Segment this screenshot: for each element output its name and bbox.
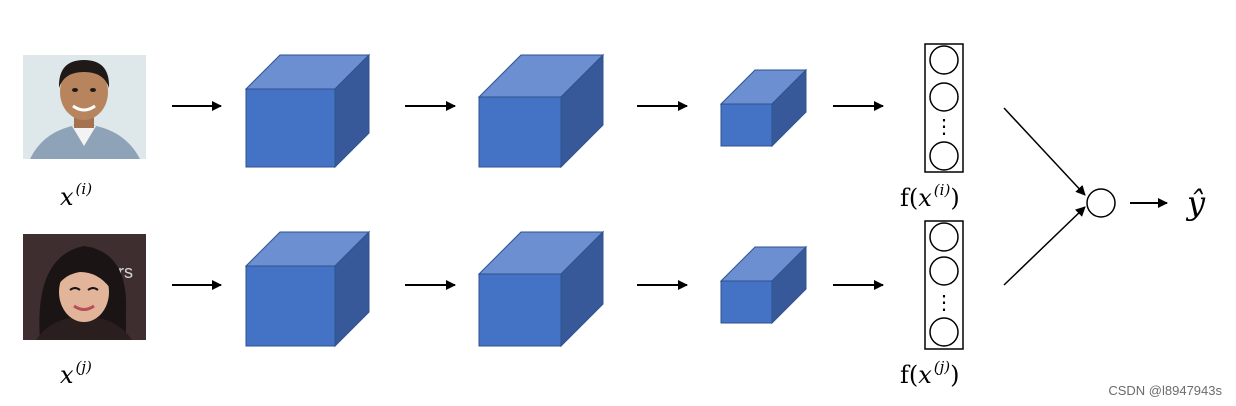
encoding-label-top-prefix: f( [900,184,918,212]
conv-volume-bottom-3 [719,245,808,325]
input-label-bottom-sup: (j) [76,358,93,376]
encoding-vector-bottom: ⋮ [924,220,964,350]
vector-node [929,317,959,347]
input-label-bottom-base: x [60,361,74,389]
encoding-label-bottom-sup: (j) [934,358,951,376]
encoding-label-bottom-suffix: ) [950,361,959,389]
arrow-merge-top [1003,107,1086,196]
face-photo-man [23,55,146,159]
input-label-top-base: x [60,183,74,211]
conv-volume-bottom-2 [477,230,605,348]
vector-node [929,256,959,286]
conv-volume-top-3 [719,68,808,148]
vector-dots-bottom: ⋮ [934,290,954,314]
input-label-top: x(i) [60,180,92,211]
conv-volume-bottom-1 [244,230,371,348]
conv-volume-top-2 [477,53,605,169]
encoding-label-top-suffix: ) [950,184,959,212]
encoding-label-top: f(x(i)) [900,181,960,212]
face-photo-woman: rs [23,234,146,340]
vector-dots-top: ⋮ [934,114,954,138]
vector-node [929,82,959,112]
encoding-label-bottom: f(x(j)) [900,358,960,389]
output-neuron [1086,188,1116,218]
encoding-label-bottom-base: x [918,361,932,389]
conv-volume-top-1 [244,53,371,169]
input-label-top-sup: (i) [76,180,93,198]
encoding-label-bottom-prefix: f( [900,361,918,389]
vector-node [929,45,959,75]
vector-node [929,222,959,252]
watermark-text: CSDN @l8947943s [1108,383,1222,398]
encoding-label-top-base: x [918,184,932,212]
vector-node [929,141,959,171]
output-label: ŷ [1185,184,1206,222]
encoding-label-top-sup: (i) [934,181,951,199]
encoding-vector-top: ⋮ [924,43,964,173]
input-label-bottom: x(j) [60,358,92,389]
arrow-merge-bottom [1003,206,1086,286]
